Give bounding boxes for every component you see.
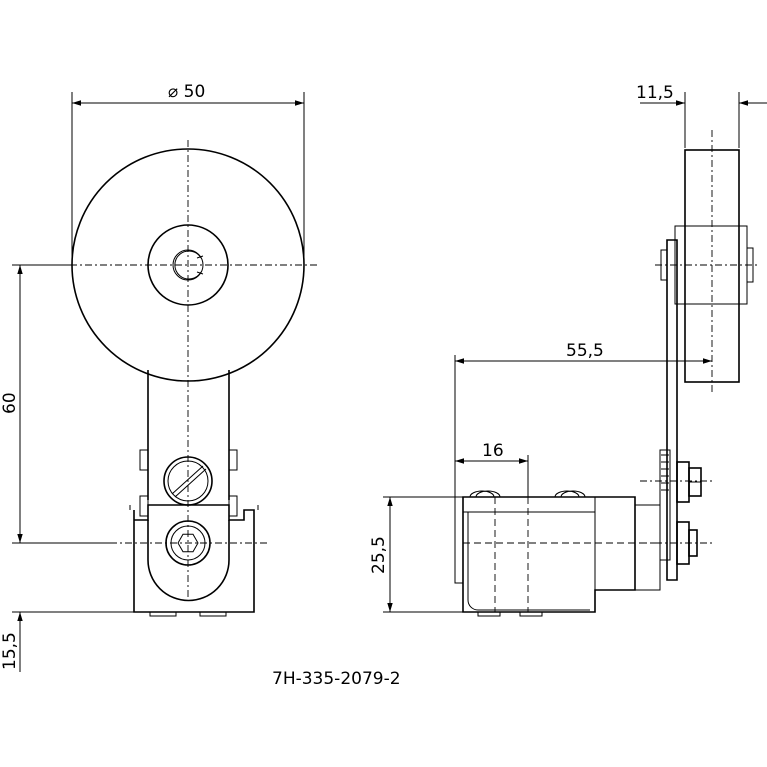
- dimension-55-5: 55,5: [454, 341, 712, 497]
- dimension-diameter-label: ⌀ 50: [168, 82, 205, 102]
- dimension-55-5-label: 55,5: [566, 341, 604, 361]
- mounting-base: [133, 504, 255, 613]
- dimension-16-label: 16: [482, 441, 504, 461]
- dimension-16: 16: [455, 441, 529, 497]
- dimension-25-5: 25,5: [369, 496, 463, 613]
- switch-body: [462, 496, 636, 613]
- dimension-11-5: 11,5: [636, 83, 767, 148]
- circlip-icon: [174, 250, 202, 280]
- dimension-25-5-label: 25,5: [369, 536, 389, 574]
- dimension-15-5-label: 15,5: [0, 632, 20, 670]
- dimension-11-5-label: 11,5: [636, 83, 674, 103]
- dimension-15-5: 15,5: [0, 611, 134, 672]
- lever-arm: [147, 370, 230, 500]
- lever-side: [666, 239, 678, 581]
- drawing-number: 7H-335-2079-2: [272, 669, 401, 689]
- side-view: [454, 130, 760, 617]
- front-view: [70, 140, 318, 617]
- dimension-diameter: ⌀ 50: [71, 82, 305, 262]
- dimension-60-label: 60: [0, 392, 20, 414]
- dimension-60: 60: [0, 264, 110, 544]
